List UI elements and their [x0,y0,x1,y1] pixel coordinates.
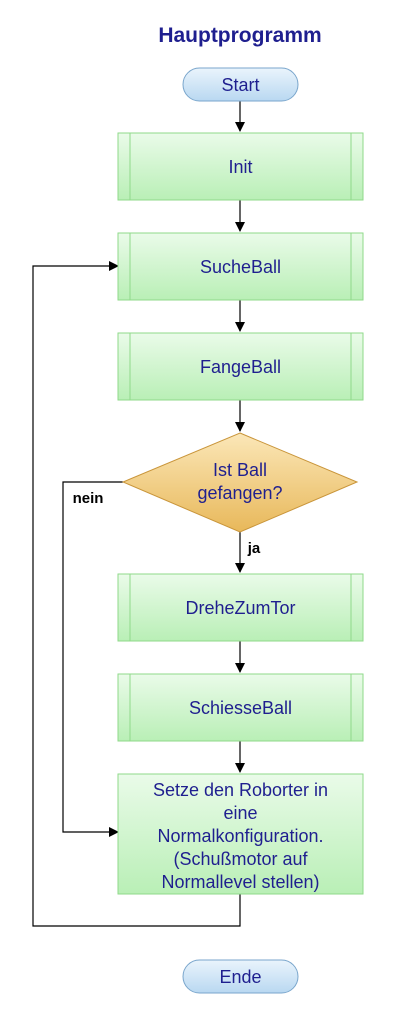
edge-label-nein: nein [73,490,104,507]
connectors [32,101,245,927]
decision-label-line-1: Ist Ball [213,460,267,480]
process-schiesse-ball: SchiesseBall [117,673,364,742]
setze-label-line-5: Normallevel stellen) [161,872,319,892]
edge-decision-nein-loop [62,481,123,837]
process-init-label: Init [228,157,252,177]
process-drehe-zum-tor-label: DreheZumTor [185,598,295,618]
decision-label-line-2: gefangen? [197,483,282,503]
setze-label-line-1: Setze den Roborter in [153,780,328,800]
process-drehe-zum-tor: DreheZumTor [117,573,364,642]
terminal-ende-label: Ende [219,967,261,987]
terminal-start-label: Start [221,75,259,95]
setze-label-line-2: eine [223,803,257,823]
process-schiesse-ball-label: SchiesseBall [189,698,292,718]
edge-setze-loop-back [32,261,241,927]
process-setze-normalkonfiguration: Setze den Roborter in eine Normalkonfigu… [117,773,364,895]
process-fange-ball-label: FangeBall [200,357,281,377]
process-suche-ball: SucheBall [117,232,364,301]
setze-label-line-4: (Schußmotor auf [173,849,308,869]
setze-label-line-3: Normalkonfiguration. [157,826,323,846]
process-fange-ball: FangeBall [117,332,364,401]
diagram-title: Hauptprogramm [158,24,321,47]
edge-label-ja: ja [247,540,261,557]
terminal-ende: Ende [182,959,299,994]
decision-ball-caught: Ist Ball gefangen? [121,432,359,533]
process-suche-ball-label: SucheBall [200,257,281,277]
process-init: Init [117,132,364,201]
terminal-start: Start [182,67,299,102]
